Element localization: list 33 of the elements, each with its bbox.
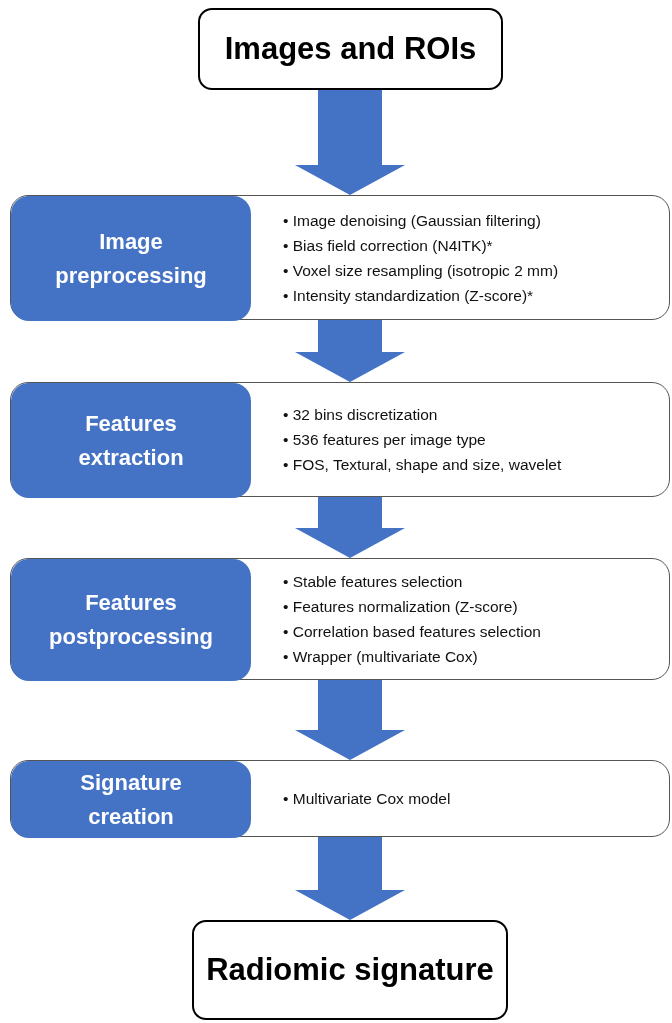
stage-box: [11, 761, 251, 838]
bullet-item: • Voxel size resampling (isotropic 2 mm): [283, 260, 559, 281]
bullet-item: • Intensity standardization (Z-score)*: [283, 285, 535, 306]
stage-box: [11, 196, 251, 321]
terminal-box: [192, 920, 508, 1020]
bullet-item: • Multivariate Cox model: [283, 789, 451, 809]
stage-label: Signature creation: [79, 768, 183, 831]
block-arrow: [295, 837, 405, 920]
bullet-item: • Correlation based features selection: [283, 622, 541, 642]
bullet-item: • Wrapper (multivariate Cox): [283, 647, 479, 667]
stage-box: [11, 559, 251, 681]
step-panel: [10, 558, 670, 680]
block-arrow: [295, 497, 405, 558]
terminal-label: Images and ROIs: [224, 29, 477, 68]
block-arrow: [295, 320, 405, 382]
bullet-item: • FOS, Textural, shape and size, wavelet: [283, 455, 562, 475]
terminal-label: Radiomic signature: [206, 950, 494, 989]
step-panel: [10, 760, 670, 837]
bullet-item: • 536 features per image type: [283, 430, 487, 450]
bullet-item: • Features normalization (Z-score): [283, 597, 519, 617]
stage-label: Features postprocessing: [49, 589, 213, 651]
terminal-box: [198, 8, 503, 90]
bullet-item: • 32 bins discretization: [283, 405, 439, 425]
stage-label: Features extraction: [77, 409, 185, 472]
bullet-item: • Image denoising (Gaussian filtering): [283, 210, 542, 231]
bullet-item: • Bias field correction (N4ITK)*: [283, 235, 494, 256]
bullet-item: • Stable features selection: [283, 572, 464, 592]
stage-label: Image preprocessing: [54, 227, 208, 290]
block-arrow: [295, 90, 405, 195]
stage-box: [11, 383, 251, 498]
block-arrow: [295, 680, 405, 760]
step-panel: [10, 382, 670, 497]
step-panel: [10, 195, 670, 320]
